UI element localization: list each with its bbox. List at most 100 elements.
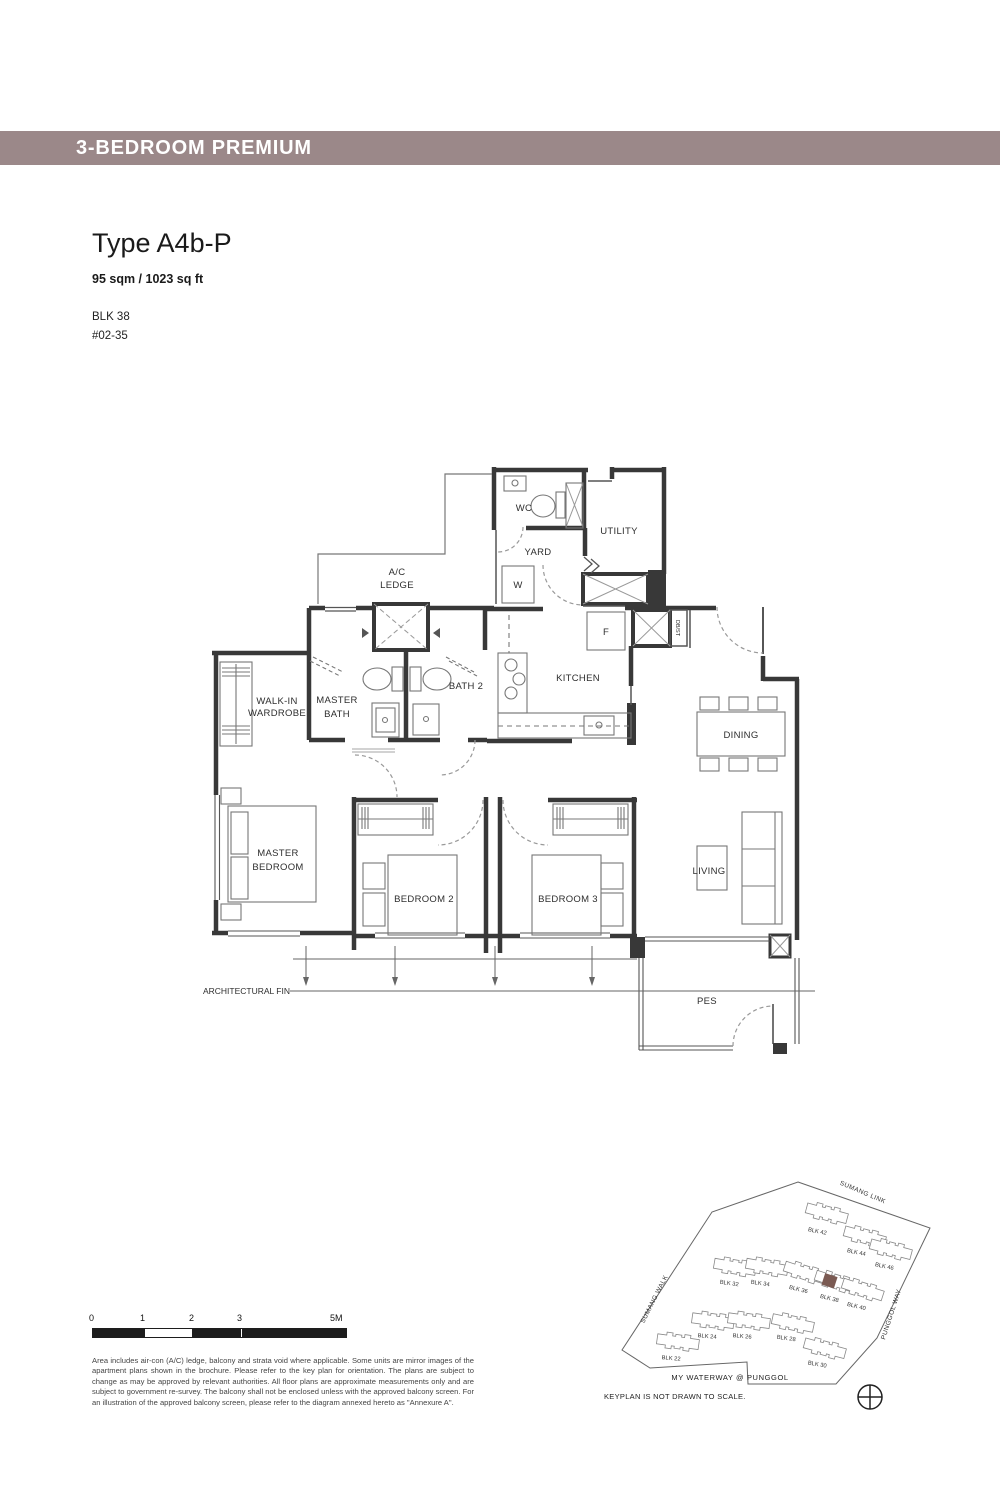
dining-chair: [699, 696, 720, 711]
label-bedroom3: BEDROOM 3: [538, 894, 598, 905]
dining-chair: [699, 757, 720, 772]
kp-blk-46: BLK 46: [874, 1262, 894, 1272]
ac-ledge-box-baths: [372, 602, 430, 652]
hob-burner: [504, 658, 518, 672]
bed2: [387, 854, 458, 936]
walls: [212, 467, 800, 953]
unit-number: #02-35: [92, 330, 128, 342]
sofa: [741, 811, 783, 925]
yard-door-arc: [542, 564, 584, 606]
ac-ledge-box-yard: [581, 572, 650, 606]
door-arcs: [354, 526, 774, 1047]
label-walkin1: WALK-IN: [256, 696, 297, 707]
category-banner: 3-BEDROOM PREMIUM: [0, 131, 1000, 165]
compass-icon: [857, 1384, 883, 1410]
bath2-toilet: [422, 667, 452, 691]
kp-blk-42: BLK 42: [807, 1227, 827, 1237]
scale-tick-2: 2: [189, 1313, 195, 1323]
kp-blk-30: BLK 30: [807, 1360, 827, 1369]
hob-burner: [512, 672, 526, 686]
label-kitchen: KITCHEN: [556, 673, 600, 684]
dining-table: [696, 711, 786, 757]
kp-blk-32: BLK 32: [719, 1280, 739, 1289]
dbst-shaft: [669, 609, 688, 647]
street-sumang-walk: SUMANG WALK: [640, 1274, 670, 1325]
label-fridge: F: [603, 627, 609, 638]
scale-tick-0: 0: [89, 1313, 95, 1323]
ac-ledge-outline: [317, 473, 492, 604]
street-punggol-way: PUNGGOL WAY: [880, 1288, 903, 1340]
kp-blk-28: BLK 28: [776, 1335, 796, 1344]
coffee-table: [696, 845, 728, 891]
scale-tick-3: 3: [237, 1313, 243, 1323]
kp-blk-38: BLK 38: [819, 1294, 839, 1304]
floorplan-drawing: WC YARD UTILITY A/C LEDGE W F DB/ST KITC…: [203, 467, 815, 1054]
unit-type-title: Type A4b-P: [92, 228, 232, 258]
kp-blk-34: BLK 34: [750, 1280, 770, 1289]
kitchen-counter-left: [497, 652, 528, 714]
yard-chevrons: [583, 556, 600, 574]
scale-tick-5m: 5M: [330, 1313, 343, 1323]
label-yard: YARD: [525, 547, 552, 558]
bedroom3-door-arc: [502, 799, 549, 846]
unit-block: BLK 38: [92, 311, 130, 323]
label-masterbath2: BATH: [324, 709, 350, 720]
furniture: [219, 475, 786, 936]
scale-tick-1: 1: [140, 1313, 146, 1323]
kp-blk-40: BLK 40: [846, 1302, 866, 1312]
kp-blk-36: BLK 36: [788, 1285, 808, 1295]
kitchen-sink: [583, 715, 615, 736]
pes-gate-arc: [732, 1005, 774, 1047]
unit-area: 95 sqm / 1023 sq ft: [92, 272, 204, 286]
scale-bar: 0 1 2 3 5M: [89, 1313, 352, 1343]
ledge-cross-dashed: [373, 603, 429, 651]
highlighted-unit: [821, 1273, 838, 1289]
label-arch-fin: ARCHITECTURAL FIN: [203, 986, 290, 996]
bath2-door-arc: [439, 739, 476, 776]
label-bath2: BATH 2: [449, 681, 483, 692]
label-bedroom2: BEDROOM 2: [394, 894, 454, 905]
bedroom2-door-arc: [437, 799, 484, 846]
label-masterbath1: MASTER: [316, 695, 357, 706]
site-boundary: [621, 1181, 931, 1385]
scale-bar-segments: [92, 1328, 347, 1338]
threshold-lines: [352, 748, 395, 753]
kp-blk-22: BLK 22: [661, 1355, 680, 1363]
label-living: LIVING: [693, 866, 726, 877]
label-pes: PES: [697, 996, 717, 1007]
wc-basin: [503, 475, 527, 492]
mbath-shower-screen: [309, 656, 344, 677]
label-masterbed2: BEDROOM: [252, 862, 303, 873]
ledge-cross-hatches: [565, 482, 791, 958]
kp-blk-24: BLK 24: [697, 1333, 717, 1341]
wiw-wardrobe: [219, 661, 253, 747]
keyplan: BLK 42 BLK 44 BLK 46 BLK 32 BLK 34 BLK 3…: [604, 1180, 931, 1410]
dining-chair: [728, 696, 749, 711]
unit-block-stack: BLK 38 #02-35: [92, 308, 130, 346]
label-utility: UTILITY: [600, 526, 638, 537]
keyplan-block-labels: BLK 42 BLK 44 BLK 46 BLK 32 BLK 34 BLK 3…: [661, 1227, 894, 1370]
thin-walls: [317, 473, 774, 1044]
label-masterbed1: MASTER: [257, 848, 298, 859]
mbath-toilet: [362, 667, 392, 691]
keyplan-note: KEYPLAN IS NOT DRAWN TO SCALE.: [604, 1392, 746, 1401]
disclaimer-text: Area includes air-con (A/C) ledge, balco…: [92, 1356, 474, 1407]
street-my-waterway: MY WATERWAY @ PUNGGOL: [671, 1373, 788, 1382]
label-dining: DINING: [723, 730, 758, 741]
wc-toilet: [530, 494, 556, 518]
label-walkin2: WARDROBE: [248, 708, 306, 719]
ac-ledge-boxes: [362, 482, 792, 959]
bath2-vanity: [412, 703, 440, 736]
wc-shower: [565, 482, 584, 529]
label-ac-ledge: A/C: [389, 567, 406, 578]
masterbath-door-arc: [354, 754, 398, 798]
kp-blk-44: BLK 44: [846, 1248, 867, 1258]
bath2-shower-screen: [445, 656, 478, 677]
room-labels: WC YARD UTILITY A/C LEDGE W F DB/ST KITC…: [203, 503, 758, 1007]
master-bed: [227, 805, 317, 903]
mbath-vanity: [371, 702, 400, 738]
hob-burner: [504, 686, 518, 700]
label-dbst: DB/ST: [674, 620, 680, 637]
entry-door-arc: [716, 606, 764, 654]
